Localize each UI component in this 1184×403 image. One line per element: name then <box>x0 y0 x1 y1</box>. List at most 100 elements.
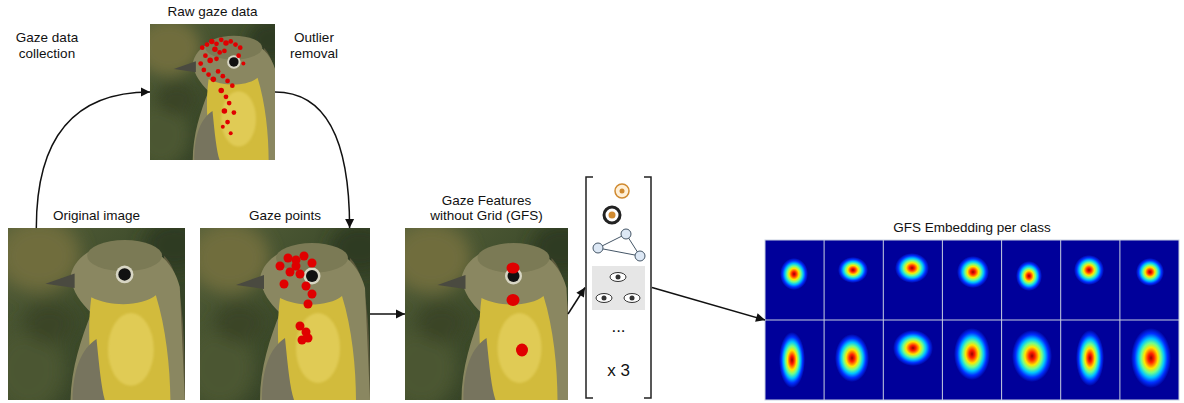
raw-gaze-dots-part <box>221 125 225 129</box>
model-icons-part <box>615 184 629 198</box>
embedding-heatmaps-part <box>765 240 1179 400</box>
raw-gaze-dots-part <box>214 41 219 46</box>
raw-gaze-dots-part <box>201 68 206 73</box>
image-panel: Raw gaze data <box>150 24 275 160</box>
model-icons-part <box>609 212 616 219</box>
raw-gaze-dots-part <box>212 47 218 53</box>
raw-gaze-dots-part <box>209 39 215 45</box>
model-icons-part <box>604 207 620 223</box>
image-title: Gaze points <box>249 208 321 224</box>
raw-gaze-dots-part <box>220 74 225 79</box>
raw-gaze-dots-part <box>233 42 238 47</box>
raw-gaze-dots-part <box>223 40 229 46</box>
image-panel: Gaze Features without Grid (GFS) <box>405 228 568 400</box>
curved-arrow <box>275 92 350 228</box>
raw-gaze-dots-part <box>241 62 245 66</box>
model-icons-part <box>592 266 645 310</box>
model-icons <box>592 184 645 310</box>
raw-gaze-dots-part <box>228 39 233 44</box>
model-icons-part <box>624 294 640 303</box>
original-bird-image-part <box>0 219 206 403</box>
raw-gaze-dots-part <box>216 69 221 74</box>
model-icons-part <box>593 243 603 253</box>
raw-gaze-dots-part <box>206 72 211 77</box>
embedding-heatmaps-part <box>954 328 990 380</box>
embedding-heatmaps-part <box>957 256 989 288</box>
heatmap-grid: GFS Embedding per class <box>765 240 1179 400</box>
embedding-heatmaps-part <box>1136 258 1164 286</box>
model-icons-part <box>616 275 621 280</box>
model-bracket-part <box>644 177 651 398</box>
gfs-image-part <box>387 223 592 403</box>
raw-gaze-dots-part <box>205 42 210 47</box>
raw-gaze-dots <box>198 37 245 135</box>
model-icons-part <box>630 296 635 301</box>
model-icons-part <box>602 296 607 301</box>
gaze-point-dots-part <box>276 262 285 271</box>
gaze-point-dots-part <box>308 290 317 299</box>
model-icons-part <box>598 248 640 256</box>
image-title: Gaze Features without Grid (GFS) <box>424 193 549 224</box>
gfs-dots-part <box>507 263 520 274</box>
gaze-point-dots <box>276 252 317 345</box>
image-title: GFS Embedding per class <box>893 220 1051 236</box>
gaze-point-dots-part <box>292 262 301 271</box>
model-bracket <box>586 177 651 398</box>
raw-gaze-dots-part <box>225 120 230 125</box>
gaze-point-dots-part <box>308 259 317 268</box>
gaze-point-dots-part <box>296 270 305 279</box>
embedding-heatmaps-part-part <box>765 320 1179 321</box>
embedding-heatmaps-part <box>893 330 933 366</box>
flow-arrow <box>652 288 765 321</box>
raw-gaze-dots-part <box>222 49 227 54</box>
embedding-heatmaps <box>765 240 1179 400</box>
raw-gaze-image-part <box>133 20 295 166</box>
gaze-points-image <box>185 223 390 403</box>
arrow-head <box>141 88 150 97</box>
image-panel: Original image <box>8 228 185 400</box>
gfs-dots <box>507 263 529 357</box>
curved-arrow <box>36 92 150 228</box>
raw-gaze-dots-part <box>200 45 205 50</box>
raw-gaze-dots-part <box>203 53 208 58</box>
embedding-heatmaps-part <box>780 258 808 290</box>
raw-gaze-dots-part <box>222 108 228 114</box>
model-icons-part <box>596 294 612 303</box>
gaze-point-dots-part <box>304 334 313 343</box>
raw-gaze-dots-part <box>198 61 203 66</box>
raw-gaze-dots-part <box>211 77 217 83</box>
model-bracket-part <box>586 177 593 398</box>
raw-gaze-dots-part <box>219 37 224 42</box>
model-icons-part <box>621 229 631 239</box>
ellipsis-text: ... <box>585 318 652 337</box>
gfs-dots-part <box>507 294 520 306</box>
embedding-heatmaps-part-part <box>765 240 1179 400</box>
embedding-heatmaps-part <box>1016 261 1042 291</box>
raw-gaze-dots-part <box>229 131 233 135</box>
raw-gaze-dots-part <box>218 88 224 94</box>
image-panel: Gaze points <box>200 228 370 400</box>
embedding-heatmaps-part <box>1012 330 1052 382</box>
raw-gaze-dots-part <box>224 94 229 99</box>
raw-gaze-dots-part <box>238 45 243 50</box>
embedding-heatmaps-part <box>895 253 929 283</box>
arrow-head <box>576 288 585 298</box>
gaze-point-dots-part <box>284 254 293 263</box>
embedding-heatmaps-part <box>1131 328 1171 388</box>
arrow-head <box>396 310 405 319</box>
original-bird-image <box>0 219 206 403</box>
edge-label: Gaze data collection <box>6 30 88 61</box>
embedding-heatmaps-part <box>835 334 869 382</box>
raw-gaze-dots-part <box>207 58 213 64</box>
gaze-point-dots-part <box>300 252 309 261</box>
model-icons-part <box>620 189 625 194</box>
arrow-head <box>755 313 765 322</box>
gaze-points-image-part <box>185 223 390 403</box>
gaze-point-dots-part <box>302 282 311 291</box>
image-title: Original image <box>53 208 140 224</box>
image-title: Raw gaze data <box>167 4 257 20</box>
embedding-heatmaps-part <box>1076 330 1104 386</box>
repeat-count: x 3 <box>585 362 652 381</box>
